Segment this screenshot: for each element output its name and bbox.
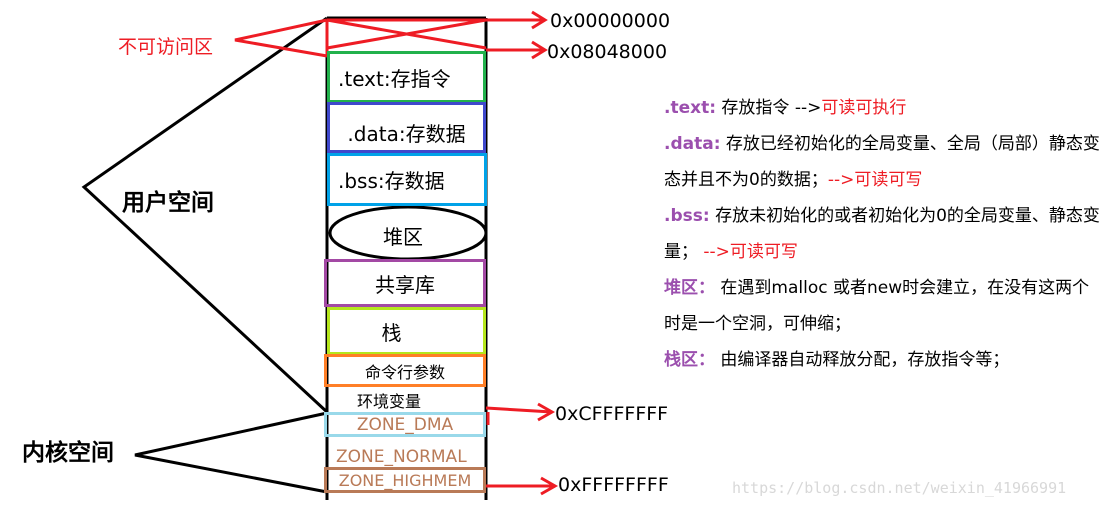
user-space-label: 用户空间 [122,190,214,216]
data-segment: .data:存数据 [327,102,486,153]
desc-key: .data: [664,134,721,154]
env-segment: 环境变量 [357,392,422,411]
desc-body: 由编译器自动释放分配，存放指令等； [715,350,1010,370]
desc-body: 在遇到malloc 或者new时会建立，在没有这两个时是一个空洞，可伸缩； [664,278,1090,334]
shared-lib-segment: 共享库 [324,259,486,307]
desc-key: .bss: [664,206,710,226]
desc-key: 堆区： [664,278,715,298]
address-0: 0x00000000 [550,10,671,32]
description-list: .text: 存放指令 -->可读可执行 .data: 存放已经初始化的全局变量… [664,90,1104,378]
stack-segment: 栈 [327,307,486,355]
desc-heap: 堆区： 在遇到malloc 或者new时会建立，在没有这两个时是一个空洞，可伸缩… [664,270,1104,342]
desc-key: 栈区： [664,350,715,370]
desc-perm: 可读可执行 [821,98,907,118]
text-segment: .text:存指令 [327,51,486,103]
desc-stack: 栈区： 由编译器自动释放分配，存放指令等； [664,342,1104,378]
desc-key: .text: [664,98,717,118]
heap-segment: 堆区 [383,225,423,249]
desc-text: .text: 存放指令 -->可读可执行 [664,90,1104,126]
address-end: 0xFFFFFFFF [558,474,669,496]
address-text-start: 0x08048000 [547,41,668,63]
zone-highmem: ZONE_HIGHMEM [324,467,486,493]
desc-body: 存放未初始化的或者初始化为0的全局变量、静态变量； [664,206,1100,262]
zone-normal: ZONE_NORMAL [336,447,467,467]
bss-segment: .bss:存数据 [327,153,487,206]
desc-body: 存放指令 --> [716,98,822,118]
desc-bss: .bss: 存放未初始化的或者初始化为0的全局变量、静态变量； -->可读可写 [664,198,1104,270]
desc-perm: -->可读可写 [827,170,923,190]
cmdline-segment: 命令行参数 [324,354,486,387]
zone-dma: ZONE_DMA [324,412,486,437]
address-kernel-start: 0xCFFFFFFF [555,403,669,425]
watermark: https://blog.csdn.net/weixin_41966991 [732,479,1067,497]
kernel-space-label: 内核空间 [22,440,114,466]
unreachable-label: 不可访问区 [118,36,214,58]
desc-perm: -->可读可写 [703,242,798,262]
desc-body: 存放已经初始化的全局变量、全局（局部）静态变态并且不为0的数据； [664,134,1100,190]
desc-data: .data: 存放已经初始化的全局变量、全局（局部）静态变态并且不为0的数据；-… [664,126,1104,198]
